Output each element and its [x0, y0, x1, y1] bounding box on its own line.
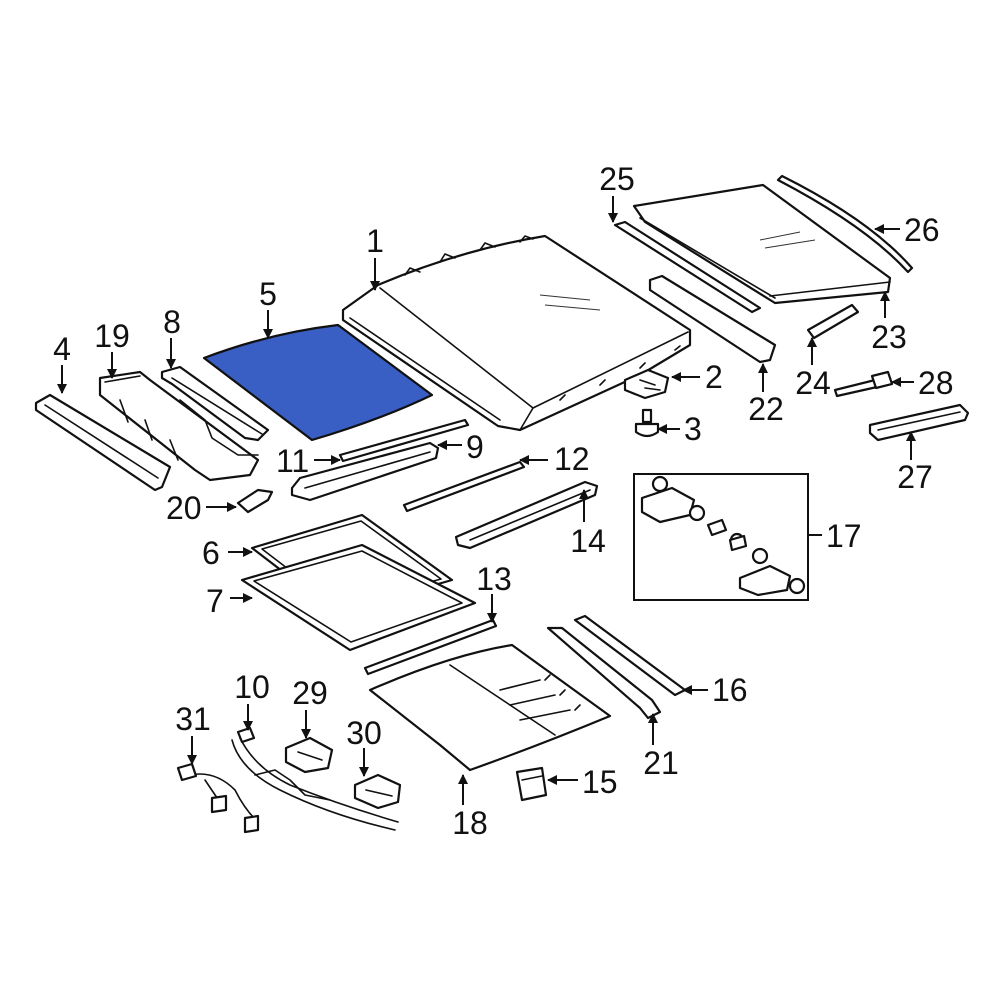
callout-17: 17	[826, 518, 862, 554]
part-22-rail[interactable]	[648, 274, 777, 364]
part-30-motor[interactable]	[353, 773, 402, 810]
callout-27: 27	[897, 459, 933, 495]
part-26-long-seal[interactable]	[776, 174, 914, 274]
part-13-strip[interactable]	[363, 618, 498, 676]
part-10-harness[interactable]	[231, 726, 399, 831]
part-20-clip[interactable]	[236, 488, 274, 514]
callout-10: 10	[234, 669, 270, 705]
sunroof-glass-highlight	[202, 323, 434, 442]
part-9-front-header[interactable]	[290, 441, 440, 502]
callout-30: 30	[346, 715, 382, 751]
part-15-control-module[interactable]	[515, 766, 548, 802]
part-12-seal-strip[interactable]	[402, 460, 526, 513]
part-14-cross-member[interactable]	[454, 480, 599, 550]
part-19-deflector[interactable]	[98, 370, 260, 482]
callout-19: 19	[94, 318, 130, 354]
part-4-trim-strip[interactable]	[34, 393, 172, 492]
part-2-bracket[interactable]	[623, 368, 670, 400]
part-21-guide-rail[interactable]	[546, 626, 662, 720]
callout-11: 11	[276, 443, 309, 479]
callout-18: 18	[452, 805, 488, 841]
callout-20: 20	[166, 490, 202, 526]
callout-23: 23	[871, 319, 907, 355]
leader-lines	[57, 196, 916, 805]
part-3-bolt[interactable]	[634, 408, 660, 438]
part-29-motor[interactable]	[284, 736, 334, 774]
part-17-kit[interactable]	[633, 473, 809, 601]
callout-8: 8	[163, 304, 181, 340]
part-24-pin[interactable]	[806, 303, 860, 340]
callout-5: 5	[259, 276, 277, 312]
part-5-sunroof-glass[interactable]	[202, 323, 434, 442]
callout-21: 21	[643, 745, 679, 781]
callout-2: 2	[705, 359, 723, 395]
part-25-seal-strip[interactable]	[613, 220, 762, 314]
part-28-sensor[interactable]	[833, 370, 894, 398]
part-8-frame-rail[interactable]	[160, 365, 270, 456]
callout-12: 12	[554, 441, 590, 477]
callout-7: 7	[206, 583, 224, 619]
callout-6: 6	[202, 535, 220, 571]
callout-16: 16	[712, 672, 748, 708]
callout-4: 4	[53, 331, 71, 367]
callout-29: 29	[292, 675, 328, 711]
part-7-frame-seal[interactable]	[240, 543, 477, 652]
callout-28: 28	[918, 365, 954, 401]
callout-9: 9	[466, 429, 484, 465]
part-27-rail-segment[interactable]	[868, 403, 970, 442]
callout-13: 13	[476, 561, 512, 597]
callout-3: 3	[684, 411, 702, 447]
callout-26: 26	[904, 212, 940, 248]
callout-25: 25	[599, 161, 635, 197]
part-11-strip[interactable]	[338, 418, 470, 463]
callout-1: 1	[366, 223, 384, 259]
callout-labels: 1 2 3 4 5 6 7 8 9 10 11 12 13 14 15 16 1…	[53, 161, 953, 841]
kit-box	[633, 473, 809, 601]
part-18-sunshade-frame[interactable]	[368, 643, 612, 772]
callout-14: 14	[570, 523, 606, 559]
callout-24: 24	[795, 365, 831, 401]
part-31-connector-harness[interactable]	[176, 762, 260, 834]
callout-31: 31	[175, 701, 211, 737]
callout-22: 22	[748, 391, 784, 427]
callout-15: 15	[582, 764, 618, 800]
